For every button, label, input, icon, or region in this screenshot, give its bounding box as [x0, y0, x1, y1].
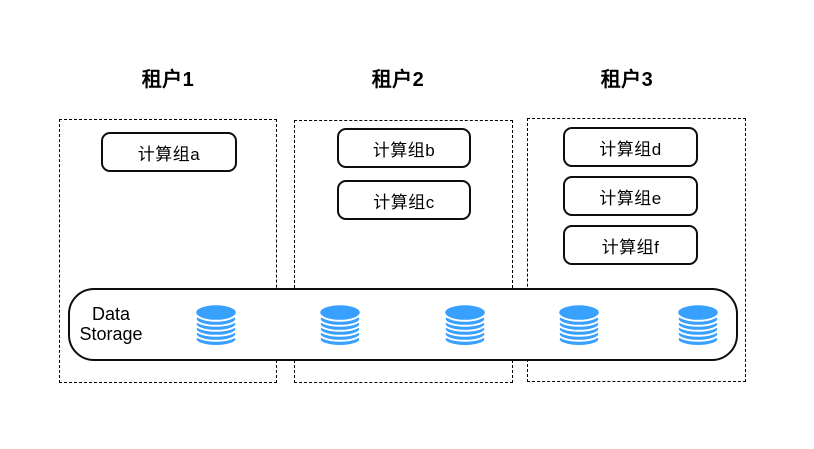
tenant-3-title: 租户3	[600, 69, 654, 91]
database-icon	[557, 303, 601, 348]
tenant-1-title: 租户1	[141, 69, 195, 91]
tenant-3-box	[527, 118, 746, 382]
database-icon	[676, 303, 720, 348]
compute-group-c: 计算组c	[337, 180, 471, 220]
tenant-1-box	[59, 119, 277, 383]
tenant-2-box	[294, 120, 513, 383]
compute-group-b: 计算组b	[337, 128, 471, 168]
compute-group-a: 计算组a	[101, 132, 237, 172]
compute-group-d: 计算组d	[563, 127, 698, 167]
compute-group-e: 计算组e	[563, 176, 698, 216]
compute-group-f: 计算组f	[563, 225, 698, 265]
data-storage-label: Data Storage	[77, 304, 145, 344]
data-storage-label-line2: Storage	[79, 324, 143, 344]
data-storage-bar: Data Storage	[68, 288, 738, 361]
tenant-2-title: 租户2	[371, 69, 425, 91]
data-storage-label-line1: Data	[91, 304, 131, 324]
database-icon	[194, 303, 238, 348]
database-icon	[318, 303, 362, 348]
database-icon	[443, 303, 487, 348]
